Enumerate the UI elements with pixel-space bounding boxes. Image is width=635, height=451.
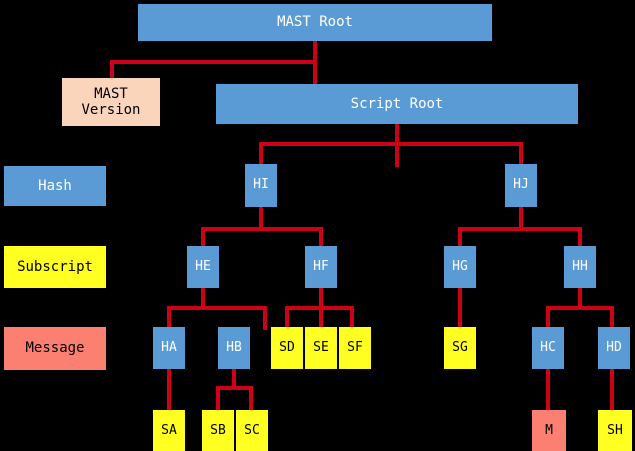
node-sa[interactable]: SA <box>153 410 185 451</box>
edge-to-sd <box>285 306 289 330</box>
legend-item-hash: Hash <box>4 166 106 206</box>
edge-script-root-bus <box>259 142 519 146</box>
edge-to-hg <box>458 227 462 249</box>
edge-to-sb <box>216 386 220 412</box>
node-m[interactable]: M <box>532 410 566 451</box>
node-sh[interactable]: SH <box>598 410 632 451</box>
node-sg[interactable]: SG <box>444 327 476 369</box>
edge-to-m <box>546 368 550 414</box>
edge-to-sf <box>350 306 354 330</box>
edge-to-hc <box>546 306 550 330</box>
edge-to-se <box>319 306 323 330</box>
edge-to-hi <box>259 142 263 166</box>
edge-to-sc <box>249 386 253 412</box>
edge-to-ha <box>167 306 171 330</box>
edge-to-hj <box>519 142 523 166</box>
node-hh[interactable]: HH <box>564 246 596 288</box>
edge-to-hb <box>263 306 267 330</box>
node-hb[interactable]: HB <box>218 327 250 369</box>
edge-hi-stem <box>259 205 263 231</box>
edge-to-he <box>201 227 205 249</box>
edge-hb-stem <box>232 368 236 390</box>
edge-hi-bus <box>201 227 323 231</box>
node-hf[interactable]: HF <box>305 246 337 288</box>
legend-item-subscript: Subscript <box>4 246 106 288</box>
node-sc[interactable]: SC <box>236 410 268 451</box>
edge-to-sh <box>610 368 614 414</box>
edge-hf-stem <box>319 286 323 310</box>
edge-to-hd <box>610 306 614 330</box>
node-sd[interactable]: SD <box>271 327 303 369</box>
node-hj[interactable]: HJ <box>505 164 537 207</box>
edge-he-stem <box>201 286 205 310</box>
edge-mast-root-bus <box>110 60 317 64</box>
edge-to-sa <box>167 368 171 414</box>
node-he[interactable]: HE <box>187 246 219 288</box>
edge-to-mast-version <box>110 60 114 80</box>
node-script-root[interactable]: Script Root <box>216 84 578 124</box>
node-mast-version[interactable]: MAST Version <box>62 78 160 126</box>
node-hi[interactable]: HI <box>245 164 277 207</box>
edge-to-hh <box>578 227 582 249</box>
edge-hb-bus <box>216 386 253 390</box>
node-se[interactable]: SE <box>305 327 337 369</box>
edge-to-sg <box>458 286 462 330</box>
node-hd[interactable]: HD <box>598 327 630 369</box>
legend-item-message: Message <box>4 327 106 370</box>
edge-hh-stem <box>578 286 582 310</box>
node-hc[interactable]: HC <box>532 327 564 369</box>
node-sb[interactable]: SB <box>202 410 234 451</box>
edge-he-bus <box>167 306 267 310</box>
node-mast-root[interactable]: MAST Root <box>138 4 492 41</box>
edge-hh-bus <box>546 306 614 310</box>
node-ha[interactable]: HA <box>153 327 185 369</box>
node-sf[interactable]: SF <box>339 327 371 369</box>
edge-to-hf <box>319 227 323 249</box>
edge-hj-bus <box>458 227 582 231</box>
node-hg[interactable]: HG <box>444 246 476 288</box>
edge-hj-stem <box>519 205 523 231</box>
